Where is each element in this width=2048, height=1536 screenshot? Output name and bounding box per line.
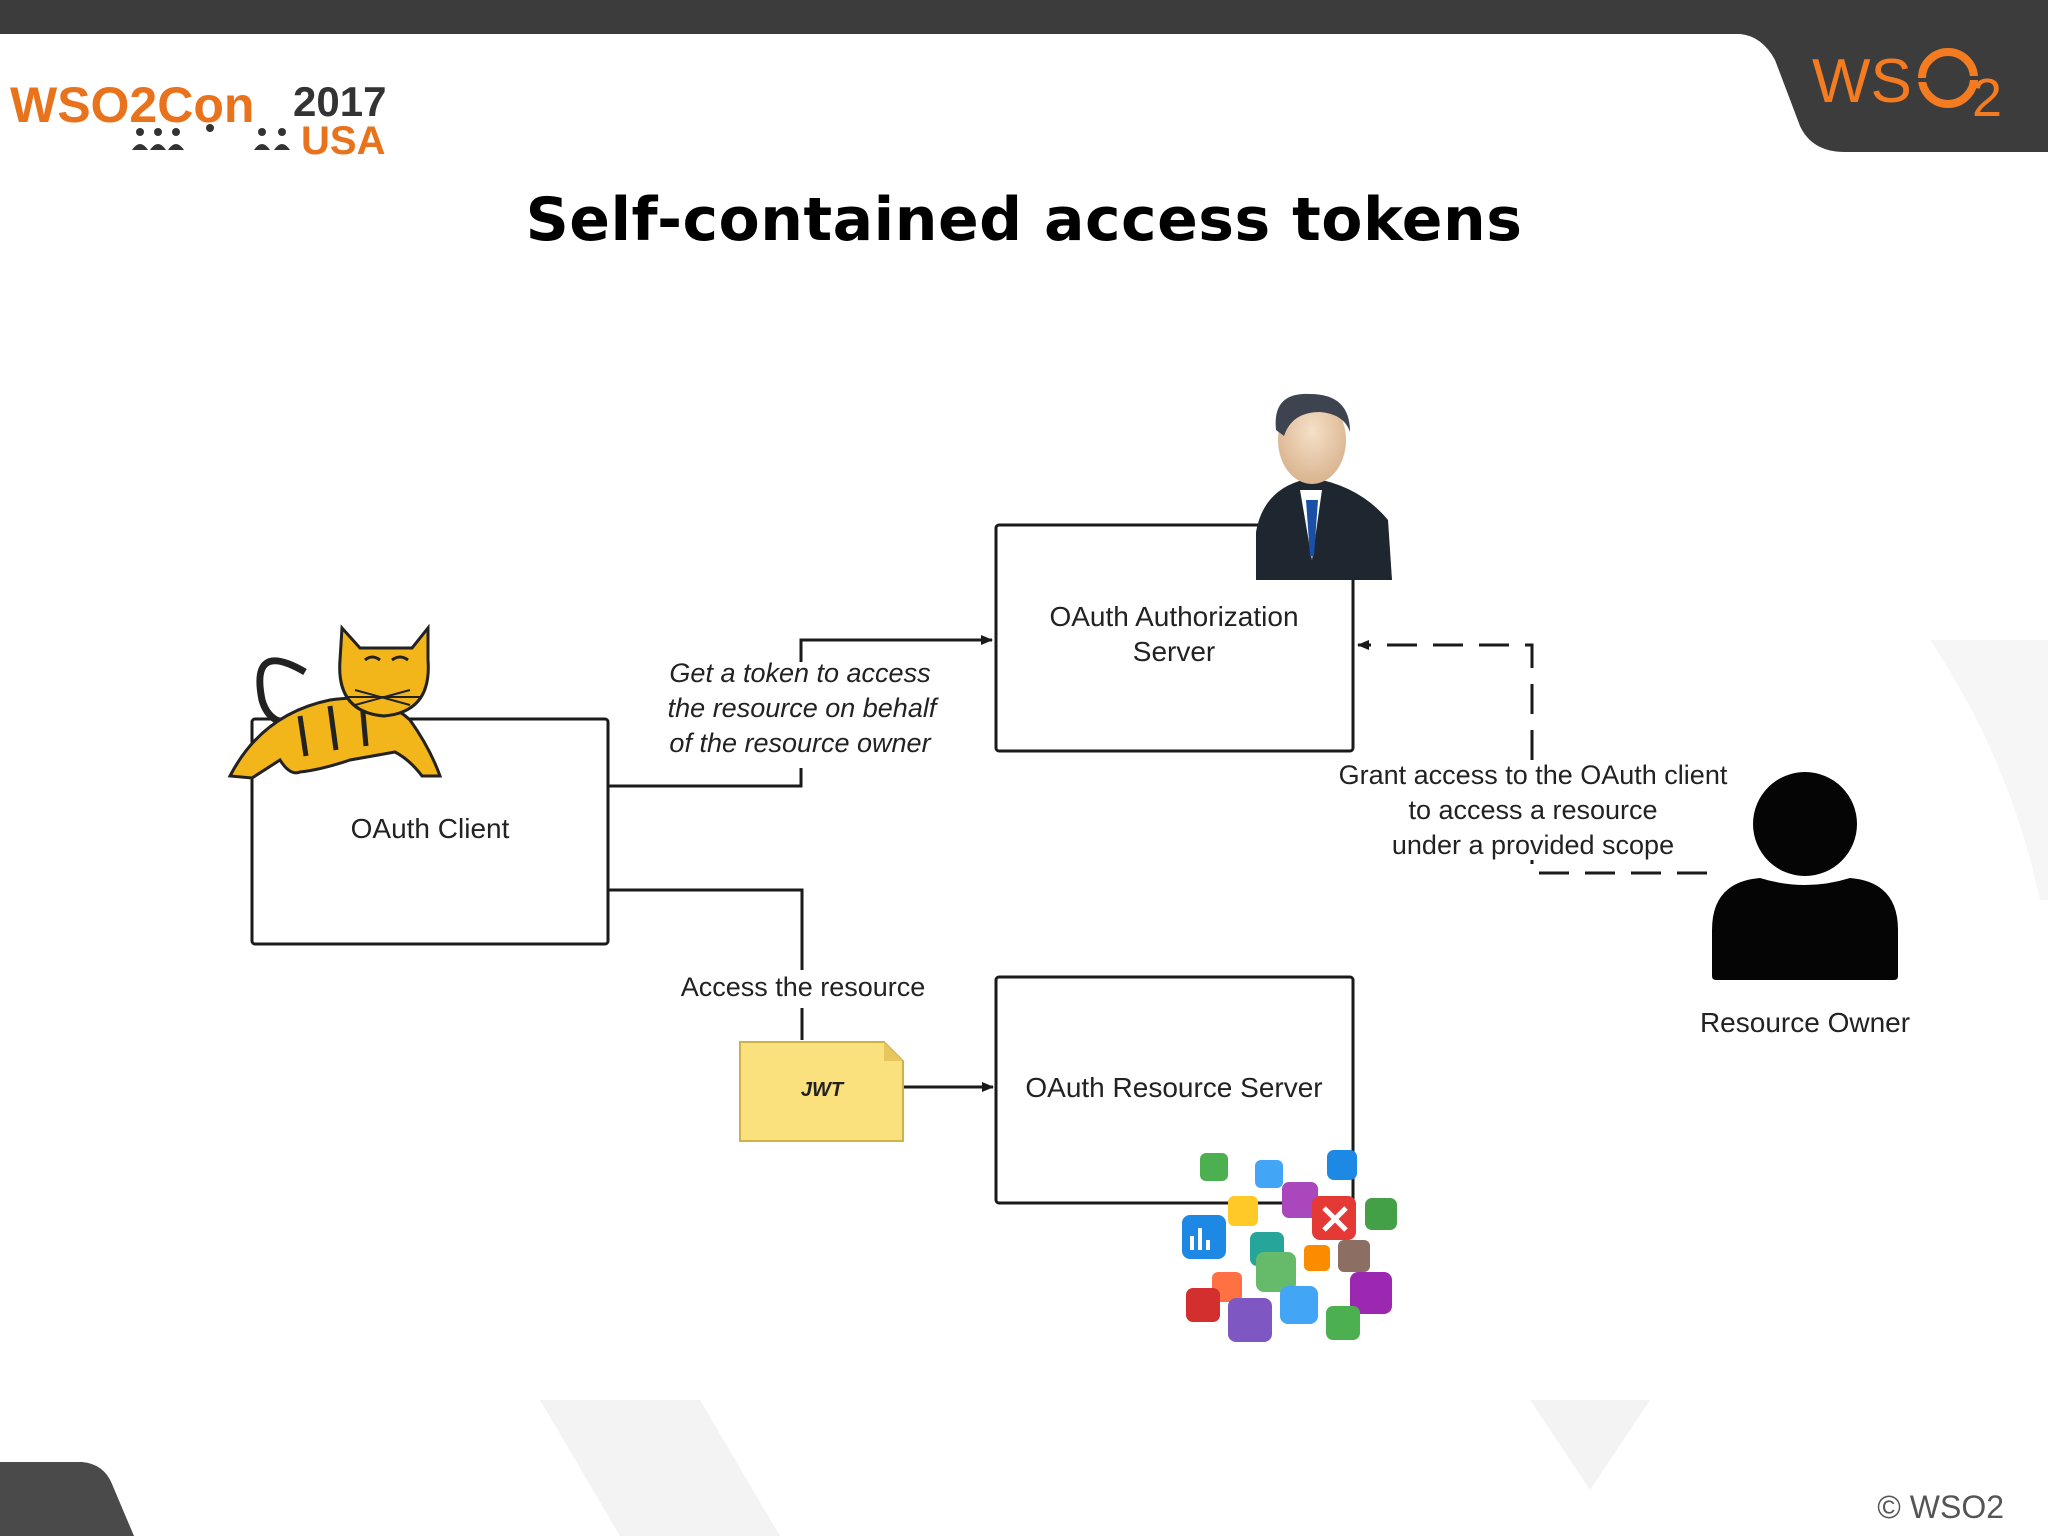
tomcat-cat-icon <box>227 623 443 780</box>
slide-title: Self-contained access tokens <box>525 185 1523 255</box>
wso2con-logo-region: USA <box>301 119 385 163</box>
grant-access-label-line-1: Grant access to the OAuth client <box>1339 760 1728 790</box>
flow-get-token <box>609 635 993 788</box>
jwt-label: JWT <box>801 1079 845 1101</box>
jwt-document-icon: JWT <box>739 1041 904 1142</box>
grant-access-label-line-2: to access a resource <box>1408 795 1657 825</box>
get-token-label-line-3: of the resource owner <box>669 728 931 758</box>
wso2-logo: WS 2 <box>1812 47 2002 128</box>
people-icon <box>132 124 290 150</box>
oauth-client-box <box>250 717 610 946</box>
get-token-label-line-1: Get a token to access <box>669 658 930 688</box>
businessman-icon <box>1256 393 1392 580</box>
auth-server-box <box>994 523 1355 753</box>
resource-server-label: OAuth Resource Server <box>1025 1072 1322 1103</box>
top-bar <box>0 0 2048 34</box>
wso2con-logo: WSO2Con 2017 USA <box>10 77 386 163</box>
watermark-shape <box>540 1400 780 1536</box>
get-token-label-line-2: the resource on behalf <box>668 693 939 723</box>
heartbeat-icon <box>1916 58 1980 100</box>
watermark-shape <box>1930 640 2048 900</box>
resource-server-box <box>994 975 1355 1205</box>
wso2-logo-subscript: 2 <box>1972 68 2002 128</box>
access-resource-label: Access the resource <box>681 972 926 1002</box>
copyright-notice: © WSO2 <box>1877 1489 2004 1525</box>
corner-shape <box>0 1462 134 1536</box>
oauth-client-label: OAuth Client <box>351 813 510 844</box>
watermark-shape <box>1530 1400 1650 1490</box>
resource-owner-label: Resource Owner <box>1700 1007 1910 1038</box>
auth-server-label-line-1: OAuth Authorization <box>1049 601 1298 632</box>
app-icons-cluster <box>1182 1150 1397 1342</box>
user-silhouette-icon <box>1712 772 1898 980</box>
wso2-logo-text: WS <box>1812 47 1912 116</box>
grant-access-label-line-3: under a provided scope <box>1392 830 1674 860</box>
flow-access-resource <box>609 888 994 1092</box>
auth-server-label-line-2: Server <box>1133 636 1215 667</box>
flow-grant-access <box>1357 640 1707 875</box>
wso2con-logo-year: 2017 <box>293 78 386 125</box>
wso2con-logo-name: WSO2Con <box>10 77 254 133</box>
